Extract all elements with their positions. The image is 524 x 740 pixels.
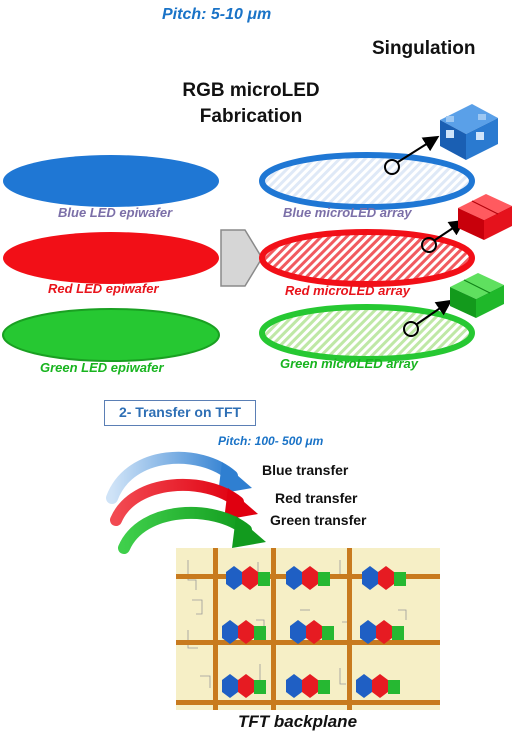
blue-microled-array [259,152,475,210]
pitch-tft-label: Pitch: 100- 500 μm [218,434,324,448]
fabrication-title: RGB microLED Fabrication [182,80,320,127]
green-epiwafer [2,308,220,362]
red-transfer-label: Red transfer [275,490,358,506]
transfer-step-label: 2- Transfer on TFT [118,404,242,420]
pitch-top-label: Pitch: 5-10 μm [162,6,272,23]
red-singulated-dies [458,194,512,240]
tft-backplane-label: TFT backplane [238,712,358,731]
blue-pointer-arrow [397,135,440,163]
blue-singulated-dies [440,104,498,160]
process-arrow [220,229,263,287]
blue-transfer-arrow [106,451,252,504]
red-pointer-arrow [434,219,466,241]
red-microled-array [259,229,475,287]
blue-transfer-label: Blue transfer [262,462,349,478]
blue-zoom-circle [384,159,400,175]
blue-array-label: Blue microLED array [283,205,412,220]
green-zoom-circle [403,321,419,337]
blue-epiwafer [3,155,219,207]
green-transfer-label: Green transfer [270,512,367,528]
transfer-step-box: 2- Transfer on TFT [104,400,256,426]
red-epiwafer-label: Red LED epiwafer [48,281,159,296]
green-transfer-arrow [118,507,266,554]
blue-epiwafer-label: Blue LED epiwafer [58,205,173,220]
green-array-label: Green microLED array [280,356,419,371]
red-epiwafer [3,232,219,284]
red-transfer-arrow [110,479,258,526]
green-microled-array [259,304,475,362]
red-zoom-circle [421,237,437,253]
tft-backplane [176,548,440,710]
green-singulated-dies [450,273,504,318]
singulation-heading: Singulation [372,38,476,59]
green-epiwafer-label: Green LED epiwafer [40,360,164,375]
green-pointer-arrow [416,299,453,325]
red-array-label: Red microLED array [285,283,410,298]
